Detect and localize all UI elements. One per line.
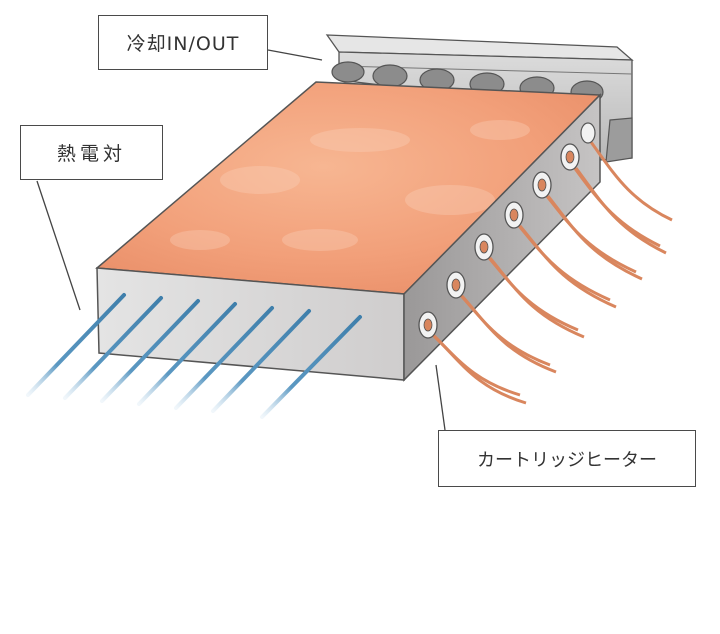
leader-line-thermocouple: [36, 180, 81, 311]
cartridge-heater: [418, 311, 527, 405]
plate-texture: [170, 120, 530, 251]
leader-line-heater: [435, 364, 446, 431]
cartridge-heater: [580, 122, 673, 222]
cartridge-heater: [504, 201, 617, 309]
cartridge-heater: [474, 233, 585, 339]
cartridge-heater: [560, 143, 667, 255]
label-cooling-text: 冷却IN/OUT: [126, 33, 240, 55]
thermocouple-wire: [63, 296, 163, 400]
label-thermocouple-text: 熱電対: [56, 143, 126, 165]
thermocouple-wire: [26, 293, 126, 397]
cartridge-heater: [532, 171, 643, 281]
label-cartridge-heater: カートリッジヒーター: [438, 430, 696, 487]
leader-lines: [36, 49, 446, 431]
thermocouples: [26, 293, 362, 419]
thermocouple-wire: [260, 315, 362, 419]
label-thermocouple: 熱電対: [20, 125, 163, 180]
thermocouple-wire: [211, 309, 311, 413]
cooling-port: [331, 61, 365, 83]
thermocouple-wire: [137, 302, 237, 406]
cooling-port: [372, 64, 408, 88]
label-cartridge-heater-text: カートリッジヒーター: [477, 449, 657, 471]
cartridge-heaters: [418, 122, 673, 405]
thermocouple-wire: [100, 299, 200, 403]
thermocouple-wire: [174, 306, 274, 410]
leader-line-cooling: [267, 49, 323, 61]
cooling-block: [325, 34, 634, 163]
heater-plate-right-face: [403, 93, 601, 382]
label-cooling-in-out: 冷却IN/OUT: [98, 15, 268, 70]
cartridge-heater: [446, 271, 557, 374]
